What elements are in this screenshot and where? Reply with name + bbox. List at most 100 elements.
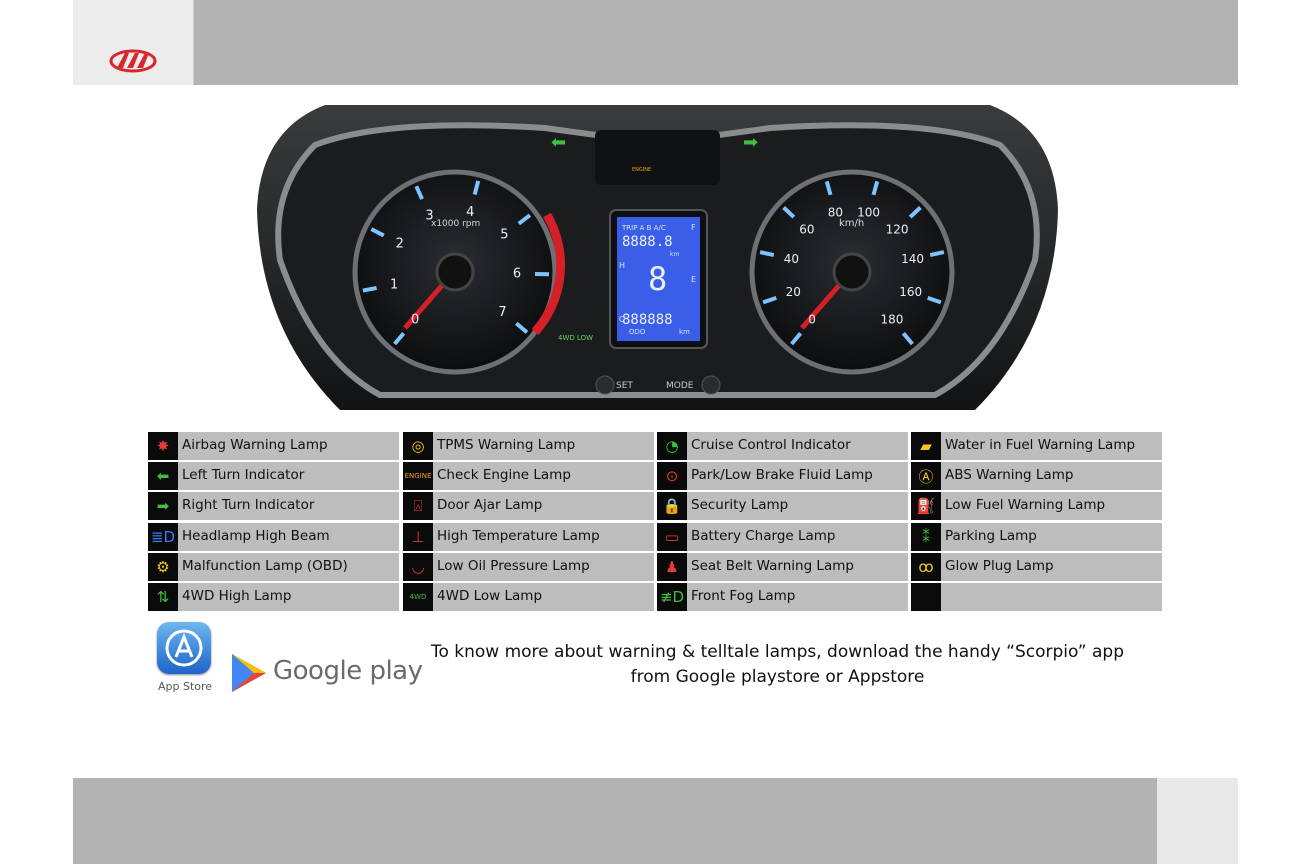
battery-icon: ▭ — [657, 522, 687, 551]
app-store-label[interactable]: App Store — [157, 680, 213, 693]
legend-row: ✸Airbag Warning Lamp◎TPMS Warning Lamp◔C… — [148, 432, 1162, 460]
gauge-tick — [362, 285, 377, 293]
lcd-e: E — [691, 275, 696, 284]
gauge-number: 0 — [808, 313, 816, 327]
legend-cell: 🔒Security Lamp — [657, 492, 908, 521]
legend-cell: ➡Right Turn Indicator — [148, 492, 399, 521]
gauge-tick — [782, 206, 796, 219]
legend-label: Park/Low Brake Fluid Lamp — [691, 467, 873, 484]
mahindra-logo — [109, 49, 157, 73]
info-line-2: from Google playstore or Appstore — [630, 667, 925, 687]
legend-label: Airbag Warning Lamp — [182, 437, 328, 453]
legend-label: Left Turn Indicator — [182, 467, 305, 484]
lcd-c: C — [619, 315, 625, 324]
check-engine-icon: ENGINE — [403, 462, 433, 491]
legend-cell: ⇅4WD High Lamp — [148, 583, 399, 611]
legend-cell: ⍓Door Ajar Lamp — [403, 492, 654, 521]
gauge-number: 5 — [500, 228, 508, 243]
engine-obd-icon: ⚙ — [148, 552, 178, 581]
gauge-number: 20 — [786, 285, 801, 299]
lcd-f: F — [691, 223, 696, 232]
gauge-number: 100 — [857, 205, 880, 219]
info-text: To know more about warning & telltale la… — [420, 640, 1135, 690]
gauge-tick — [515, 321, 529, 334]
legend-label: Seat Belt Warning Lamp — [691, 557, 854, 574]
legend-label: Check Engine Lamp — [437, 467, 571, 484]
high-beam-icon: ≣D — [148, 522, 178, 551]
legend-label: Front Fog Lamp — [691, 588, 796, 604]
lcd-top-digits: 8888.8 — [622, 234, 673, 250]
lcd-km2: km — [679, 328, 690, 336]
footer-bar — [73, 778, 1157, 864]
legend-label: 4WD High Lamp — [182, 588, 292, 604]
left-arrow-icon: ⬅ — [148, 462, 178, 491]
legend-label: High Temperature Lamp — [437, 527, 600, 544]
legend-cell: ▭Battery Charge Lamp — [657, 522, 908, 551]
gauge-tick — [824, 180, 833, 196]
lcd-gear: 8 — [648, 260, 667, 298]
gauge-tick — [871, 180, 880, 196]
legend-cell: ⬅Left Turn Indicator — [148, 462, 399, 491]
gauge-tick — [759, 250, 775, 258]
legend-row: ➡Right Turn Indicator⍓Door Ajar Lamp🔒Sec… — [148, 492, 1162, 521]
brake-icon: ⊙ — [657, 462, 687, 491]
legend-label: Security Lamp — [691, 497, 789, 514]
cruise-icon: ◔ — [657, 432, 687, 460]
lcd-km: km — [670, 251, 679, 258]
legend-label: Glow Plug Lamp — [945, 557, 1054, 574]
footer-page-tab — [1157, 778, 1238, 864]
gauge-tick — [517, 213, 532, 226]
gauge-tick — [472, 180, 481, 195]
legend-label: Water in Fuel Warning Lamp — [945, 437, 1136, 453]
gauge-number: 60 — [799, 223, 814, 237]
abs-icon: Ⓐ — [911, 462, 941, 491]
legend-label: 4WD Low Lamp — [437, 588, 543, 604]
gauge-number: 3 — [425, 209, 433, 224]
seat-belt-icon: ♟ — [657, 552, 687, 581]
lcd-bottom-digits: 888888 — [622, 312, 673, 328]
google-play-label[interactable]: Google play — [273, 656, 423, 686]
parking-lamp-icon: ⁑ — [911, 522, 941, 551]
legend-cell: ⁑Parking Lamp — [911, 522, 1162, 551]
low-fuel-icon: ⛽ — [911, 492, 941, 521]
legend-cell: ⛽Low Fuel Warning Lamp — [911, 492, 1162, 521]
legend-cell: ◎TPMS Warning Lamp — [403, 432, 654, 460]
legend-cell: ⚙Malfunction Lamp (OBD) — [148, 552, 399, 581]
lcd-top-labels: TRIP A B A/C — [621, 224, 666, 232]
gauge-number: 120 — [886, 223, 909, 237]
legend-label: TPMS Warning Lamp — [437, 437, 576, 453]
speed-unit: km/h — [839, 218, 864, 229]
water-in-fuel-icon: ▰ — [911, 432, 941, 460]
gauge-number: 180 — [880, 313, 903, 327]
airbag-icon: ✸ — [148, 432, 178, 460]
legend-label: Right Turn Indicator — [182, 497, 315, 514]
app-store-icon[interactable] — [157, 622, 211, 674]
lcd-odo: ODO — [629, 328, 646, 336]
door-ajar-icon: ⍓ — [403, 492, 433, 521]
gauge-tick — [901, 332, 914, 346]
legend-label: ABS Warning Lamp — [945, 467, 1074, 484]
gauge-tick — [790, 332, 803, 346]
legend-cell: ⊙Park/Low Brake Fluid Lamp — [657, 462, 908, 491]
gauge-tick — [927, 296, 942, 305]
legend-cell: ◡Low Oil Pressure Lamp — [403, 552, 654, 581]
legend-row: ⚙Malfunction Lamp (OBD)◡Low Oil Pressure… — [148, 552, 1162, 581]
gauge-number: 7 — [498, 305, 506, 320]
4wd-low-icon: 4WD — [403, 583, 433, 611]
gauge-number: 160 — [899, 285, 922, 299]
google-play-icon[interactable] — [230, 652, 268, 694]
gauge-number: 80 — [828, 205, 843, 219]
legend-cell: ⊥High Temperature Lamp — [403, 522, 654, 551]
legend-label: Malfunction Lamp (OBD) — [182, 557, 348, 574]
engine-telltale: ENGINE — [632, 167, 651, 173]
fourwd-low-telltale: 4WD LOW — [558, 334, 593, 342]
